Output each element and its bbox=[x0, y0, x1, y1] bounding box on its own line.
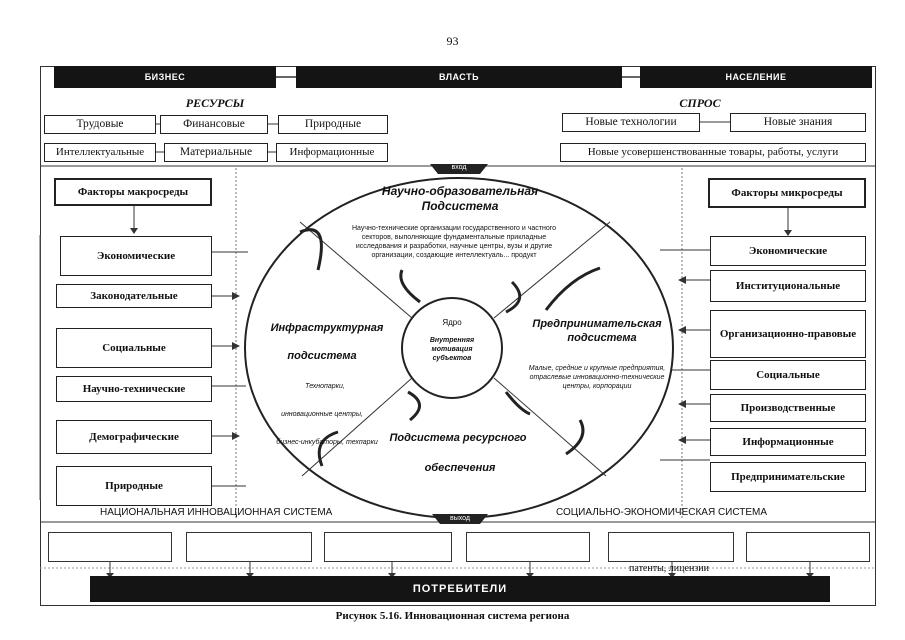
resource-subsystem-title-1: Подсистема ресурсного bbox=[389, 432, 527, 444]
micro-factors-title: Факторы микросреды bbox=[708, 178, 866, 208]
infra-text-1: Технопарки, bbox=[305, 383, 345, 390]
infra-subsystem-title-1: Инфраструктурная bbox=[270, 322, 384, 334]
resource-information: Информационные bbox=[276, 143, 388, 162]
macro-demographic: Демографические bbox=[56, 420, 212, 454]
resources-title: РЕСУРСЫ bbox=[185, 96, 245, 110]
output-box-1 bbox=[48, 532, 172, 562]
business-subsystem-title-1: Предпринимательская bbox=[532, 318, 662, 330]
macro-economic: Экономические bbox=[60, 236, 212, 276]
demand-new-knowledge: Новые знания bbox=[730, 113, 866, 132]
page-number: 93 bbox=[446, 34, 459, 48]
micro-informational: Информационные bbox=[710, 428, 866, 456]
resource-financial: Финансовые bbox=[160, 115, 268, 134]
micro-economic: Экономические bbox=[710, 236, 866, 266]
business-subsystem-title-2: подсистема bbox=[567, 332, 637, 344]
core-title: Ядро bbox=[442, 318, 462, 327]
output-box-2 bbox=[186, 532, 312, 562]
science-subsystem-title: Научно-образовательная Подсистема bbox=[381, 184, 539, 213]
demand-new-technologies: Новые технологии bbox=[562, 113, 700, 132]
resource-material: Материальные bbox=[164, 143, 268, 162]
demand-title: СПРОС bbox=[679, 96, 721, 110]
socio-economic-system-label: СОЦИАЛЬНО-ЭКОНОМИЧЕСКАЯ СИСТЕМА bbox=[556, 507, 768, 518]
resource-natural: Природные bbox=[278, 115, 388, 134]
output-box-6 bbox=[746, 532, 870, 562]
macro-natural: Природные bbox=[56, 466, 212, 506]
business-bar: БИЗНЕС bbox=[54, 66, 276, 88]
macro-social: Социальные bbox=[56, 328, 212, 368]
infra-subsystem-title-2: подсистема bbox=[287, 350, 357, 362]
infra-text-2: инновационные центры, bbox=[281, 411, 363, 418]
input-arrow-label: вход bbox=[451, 164, 467, 171]
micro-social: Социальные bbox=[710, 360, 866, 390]
power-bar: ВЛАСТЬ bbox=[296, 66, 622, 88]
patents-label: патенты, лицензии bbox=[629, 563, 709, 574]
infra-text-3: бизнес-инкубаторы, тех­парки bbox=[276, 439, 378, 446]
macro-factors-title: Факторы макросреды bbox=[54, 178, 212, 206]
output-arrow-label: выход bbox=[450, 515, 470, 522]
resource-intellectual: Интеллектуальные bbox=[44, 143, 156, 162]
population-bar: НАСЕЛЕНИЕ bbox=[640, 66, 872, 88]
micro-entrepreneurial: Предпринимательские bbox=[710, 462, 866, 492]
micro-organizational-legal: Организационно-правовые bbox=[710, 310, 866, 358]
output-box-4 bbox=[466, 532, 590, 562]
resource-subsystem-title-2: обеспечения bbox=[424, 462, 496, 474]
macro-legislative: Законодательные bbox=[56, 284, 212, 308]
national-system-label: НАЦИОНАЛЬНАЯ ИННОВАЦИОННАЯ СИСТЕМА bbox=[100, 507, 333, 518]
resource-labor: Трудовые bbox=[44, 115, 156, 134]
figure-caption: Рисунок 5.16. Инновационная система реги… bbox=[335, 610, 570, 622]
demand-new-products: Новые усовершенствованные товары, работы… bbox=[560, 143, 866, 162]
output-box-3 bbox=[324, 532, 452, 562]
micro-production: Производственные bbox=[710, 394, 866, 422]
micro-institutional: Институциональные bbox=[710, 270, 866, 302]
business-subsystem-text: Малые, средние и крупные предприятия, от… bbox=[528, 365, 666, 390]
macro-scientific: Научно-технические bbox=[56, 376, 212, 402]
output-box-5 bbox=[608, 532, 734, 562]
science-subsystem-text: Научно-технические организации государст… bbox=[351, 225, 556, 259]
core-text: Внутренняя мотивация субъектов bbox=[429, 337, 475, 362]
consumers-bar: ПОТРЕБИТЕЛИ bbox=[90, 576, 830, 602]
